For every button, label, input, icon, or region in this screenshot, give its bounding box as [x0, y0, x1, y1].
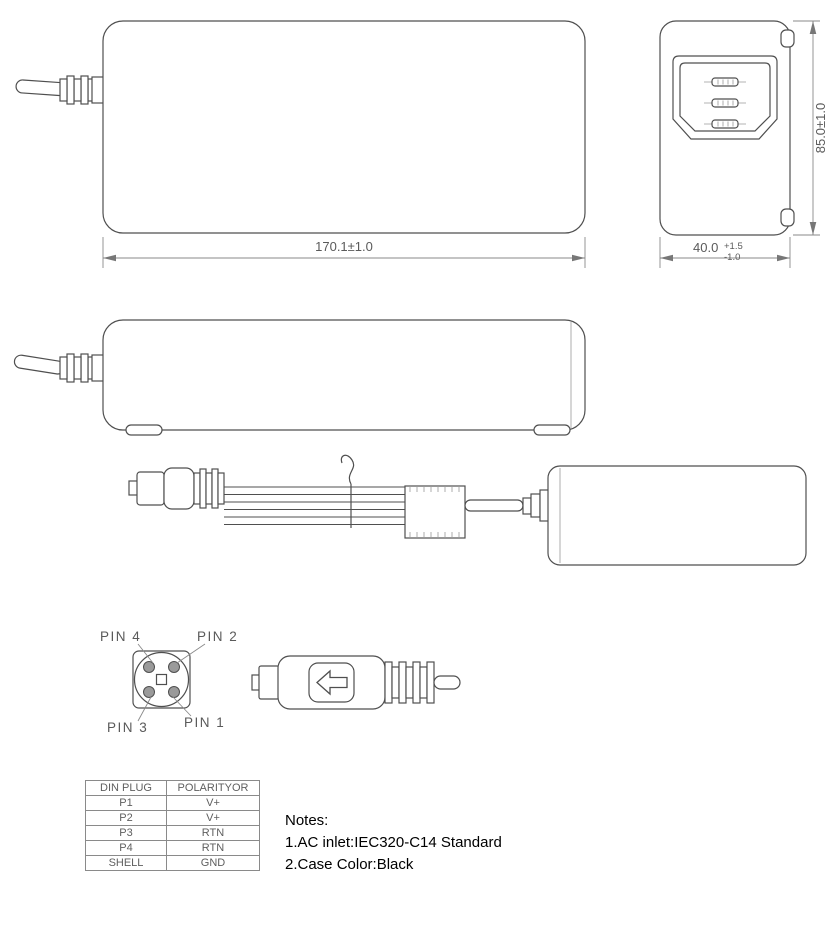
table-header-din-plug: DIN PLUG	[85, 780, 167, 796]
plug-strain-relief-bellows	[384, 661, 435, 704]
din-center-key	[155, 673, 168, 686]
ac-inlet-pin-middle	[704, 98, 746, 108]
ac-cord-top	[15, 79, 67, 97]
cell-pin: P2	[85, 810, 167, 826]
dimension-top-width: 170.1±1.0	[315, 239, 373, 254]
din-pin-4	[143, 661, 155, 673]
dim-arrow-up	[809, 21, 817, 34]
notes-heading: Notes:	[285, 812, 329, 829]
table-row-p3: P3 RTN	[85, 825, 260, 841]
table-row-p1: P1 V+	[85, 795, 260, 811]
adapter-body-top	[102, 20, 586, 234]
dim-arrow-right	[572, 254, 585, 262]
note-line-1: 1.AC inlet:IEC320-C14 Standard	[285, 834, 502, 851]
din-plug-strain-relief	[193, 468, 225, 509]
din-plug-polarity-table: DIN PLUG POLARITYOR P1 V+ P2 V+ P3 RTN P…	[85, 780, 260, 871]
plug-arrow-plate	[308, 662, 355, 703]
dim-arrow-left	[660, 254, 673, 262]
cell-pin: P3	[85, 825, 167, 841]
pin3-label: PIN 3	[107, 720, 148, 735]
foot-tab-bottom	[780, 208, 795, 227]
cable-tie	[340, 454, 355, 528]
din-plug-side-view	[251, 655, 461, 710]
cell-polarity: RTN	[166, 840, 260, 856]
end-height-dimension: 85.0±1.0	[793, 20, 828, 236]
cell-polarity: GND	[166, 855, 260, 871]
cable-assembly-view	[128, 454, 807, 566]
dimension-end-width-tol-plus: +1.5	[724, 241, 743, 252]
cell-polarity: V+	[166, 795, 260, 811]
rubber-foot-left	[125, 424, 163, 436]
din-plug-shell	[136, 471, 165, 506]
dc-output-cable	[464, 499, 524, 512]
coiled-cable-bundle	[224, 486, 405, 526]
plug-metal-tip	[258, 665, 280, 700]
adapter-body-assembly	[547, 465, 807, 566]
cell-pin: P4	[85, 840, 167, 856]
cord-strain-relief-side	[59, 353, 96, 383]
pin4-label: PIN 4	[100, 629, 141, 644]
dc-cable-strain-relief	[522, 489, 550, 522]
cell-polarity: V+	[166, 810, 260, 826]
ac-inlet-inner	[679, 62, 771, 132]
note-line-2: 2.Case Color:Black	[285, 856, 414, 873]
adapter-body-side	[102, 319, 586, 431]
cell-polarity: RTN	[166, 825, 260, 841]
dim-arrow-right	[777, 254, 790, 262]
dimension-end-width-tol-minus: -1.0	[724, 252, 740, 263]
pin2-label: PIN 2	[197, 629, 238, 644]
table-row-p4: P4 RTN	[85, 840, 260, 856]
cord-strain-relief-top	[59, 75, 96, 105]
pin1-label: PIN 1	[184, 715, 225, 730]
din-pins	[143, 661, 180, 698]
din-plug-body	[163, 467, 195, 510]
din-pin-2	[168, 661, 180, 673]
label-box-ticks	[409, 486, 460, 538]
end-view	[659, 20, 795, 236]
table-row-shell: SHELL GND	[85, 855, 260, 871]
top-width-dimension: 170.1±1.0	[102, 237, 586, 268]
dimension-end-height: 85.0±1.0	[813, 103, 828, 154]
end-width-dimension: 40.0 +1.5 -1.0	[659, 237, 791, 268]
table-header-polarity: POLARITYOR	[166, 780, 260, 796]
notes-block: Notes: 1.AC inlet:IEC320-C14 Standard 2.…	[285, 810, 502, 876]
pin-face-view: PIN 4 PIN 2 PIN 3 PIN 1	[100, 629, 238, 735]
top-view	[15, 20, 586, 234]
dimension-end-width: 40.0	[693, 240, 718, 255]
ac-cord-side	[13, 354, 65, 375]
label-box	[404, 485, 466, 539]
foot-tab-top	[780, 29, 795, 48]
orientation-arrow-icon	[316, 669, 348, 696]
plug-cable-stub	[433, 675, 461, 690]
side-view	[13, 319, 586, 436]
ac-inlet-pin-top	[704, 77, 746, 87]
din-pin-1	[168, 686, 180, 698]
rubber-foot-right	[533, 424, 571, 436]
pin-leader-lines	[137, 643, 206, 722]
dim-arrow-down	[809, 222, 817, 235]
ac-inlet-pin-bottom	[704, 119, 746, 129]
cell-pin: P1	[85, 795, 167, 811]
cell-pin: SHELL	[85, 855, 167, 871]
dim-arrow-left	[103, 254, 116, 262]
table-header-row: DIN PLUG POLARITYOR	[85, 780, 260, 796]
din-pin-3	[143, 686, 155, 698]
table-row-p2: P2 V+	[85, 810, 260, 826]
